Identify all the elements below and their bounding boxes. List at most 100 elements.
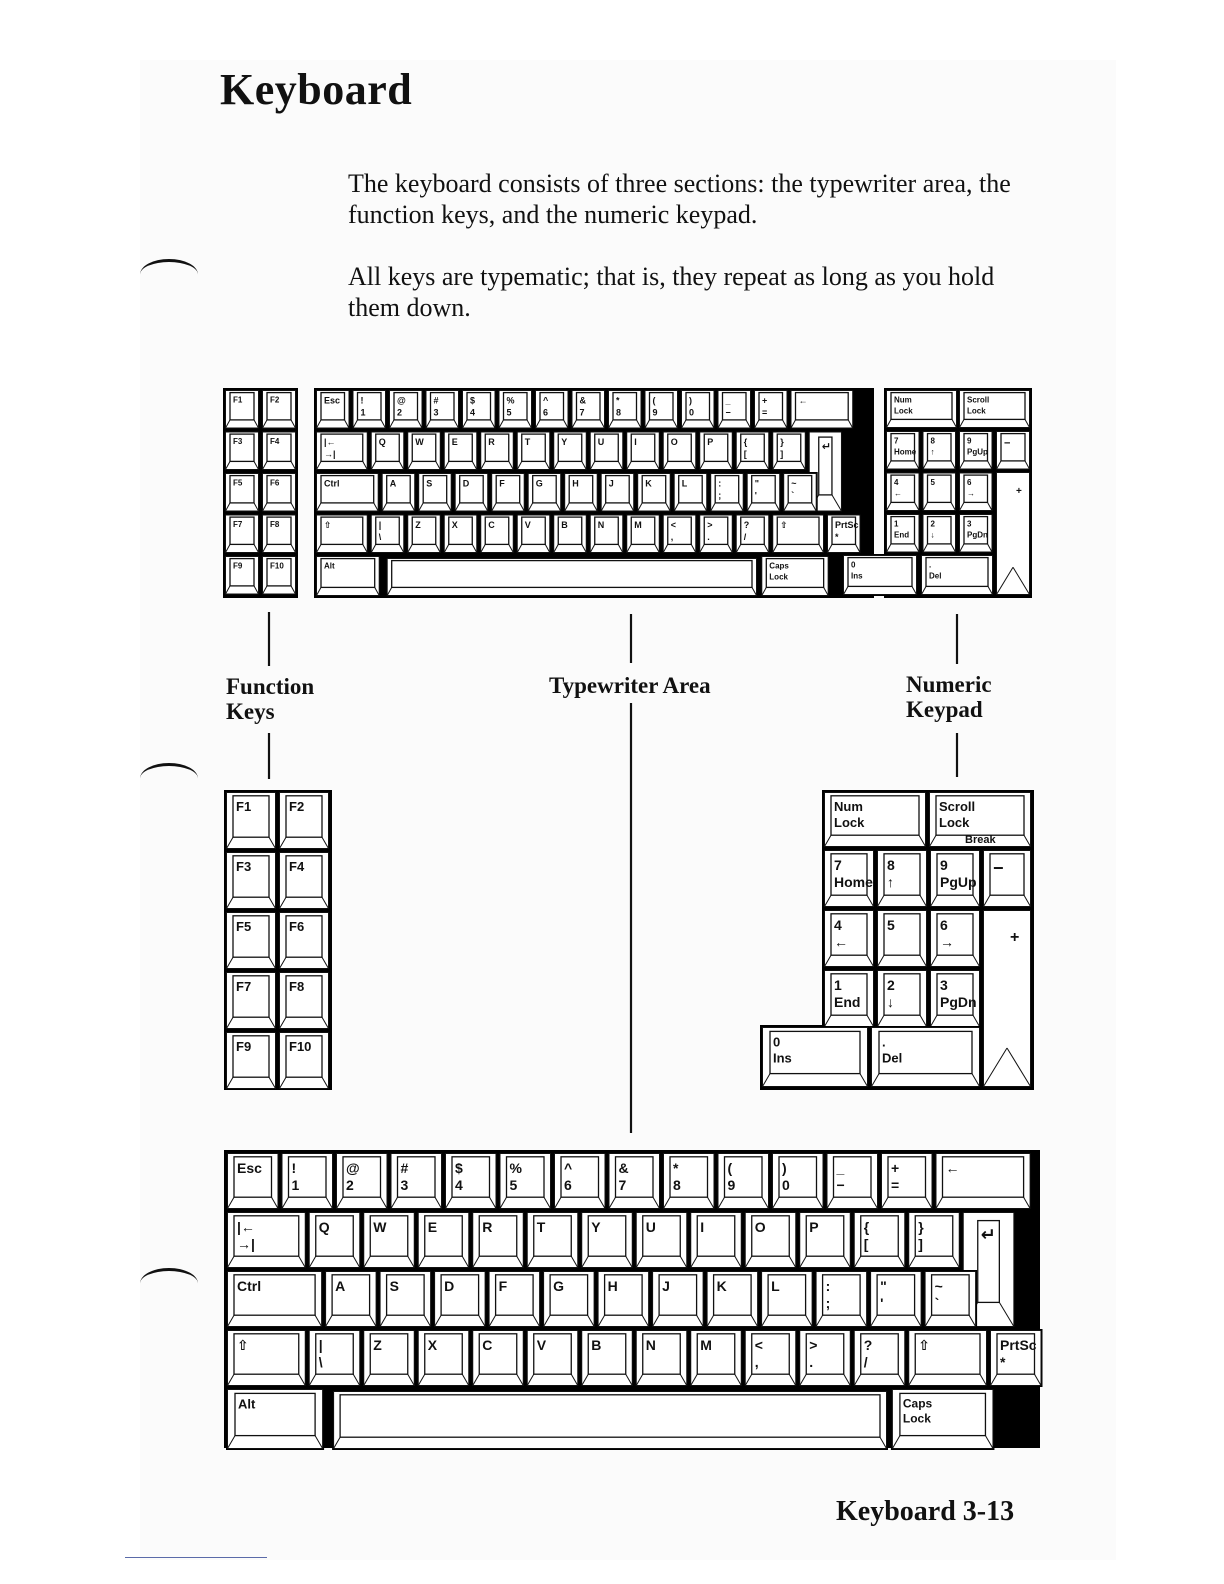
key-legend: F2: [289, 799, 304, 814]
key-o: O: [661, 430, 698, 471]
key-y: Y: [580, 1211, 634, 1269]
key-legend: 8: [673, 1177, 681, 1193]
key-legend: ←: [946, 1160, 960, 1176]
key-legend: *: [616, 396, 620, 406]
key-legend: N: [646, 1337, 656, 1353]
key-legend: \: [319, 1354, 323, 1370]
key-legend: L: [771, 1278, 780, 1294]
key-x: X: [442, 513, 479, 554]
key-symbol: |\: [369, 513, 406, 554]
key-legend: PrtSc: [1000, 1337, 1037, 1353]
key-4: $4: [444, 1152, 498, 1210]
key-w: W: [406, 430, 442, 471]
key-legend: Alt: [324, 562, 335, 571]
key-legend: F6: [270, 479, 280, 488]
key-esc: Esc: [315, 389, 351, 430]
key-legend: #: [401, 1160, 409, 1176]
key-legend: *: [835, 532, 839, 542]
key-legend: Caps: [769, 562, 789, 571]
key-legend: +: [762, 396, 767, 406]
key-h: H: [563, 472, 599, 513]
key-symbol: |←→|: [315, 430, 369, 471]
key-legend: F: [499, 479, 505, 489]
key-legend: ': [755, 491, 757, 501]
key-symbol: _−: [825, 1152, 879, 1210]
key-5: 5: [921, 471, 957, 512]
key-legend: 8: [616, 408, 621, 418]
key-legend: #: [434, 396, 439, 406]
key-d: D: [453, 472, 490, 513]
key-symbol: ⇧: [315, 513, 369, 554]
key-legend: 8: [931, 437, 936, 446]
key-legend: ↓: [887, 994, 894, 1010]
key-legend: Lock: [894, 407, 913, 416]
key-legend: !: [292, 1160, 297, 1176]
key-symbol: ?/: [734, 513, 771, 554]
key-legend: 2: [397, 408, 402, 418]
key-1: !1: [280, 1152, 334, 1210]
key-v: V: [515, 513, 552, 554]
key-symbol: "': [869, 1270, 923, 1328]
key-legend: 4: [834, 917, 842, 933]
key-legend: :: [718, 479, 721, 489]
key-legend: F4: [289, 859, 305, 874]
key-symbol: ⇧: [226, 1329, 307, 1387]
key-legend: _: [725, 396, 732, 406]
key-legend: *: [673, 1160, 679, 1176]
key-legend: 2: [931, 520, 936, 529]
key-legend: 6: [967, 478, 972, 487]
key-legend: 9: [728, 1177, 736, 1193]
key-symbol: ⇧: [907, 1329, 988, 1387]
key-legend: ": [880, 1278, 887, 1294]
key-symbol: +: [982, 909, 1032, 1088]
key-legend: .: [929, 561, 931, 570]
key-legend: G: [536, 479, 543, 489]
key-legend: F10: [270, 562, 284, 571]
key-p: P: [698, 430, 734, 471]
key-legend: −: [726, 408, 731, 418]
key-legend: Ctrl: [324, 479, 340, 489]
key-legend: $: [470, 396, 475, 406]
key-legend: F7: [233, 520, 243, 529]
key-legend: Esc: [237, 1160, 262, 1176]
key-4: $4: [461, 389, 497, 430]
key-legend: 4: [894, 478, 899, 487]
key-legend: −: [837, 1177, 845, 1193]
label-line: Numeric: [906, 672, 992, 697]
key-legend: Del: [882, 1050, 902, 1065]
key-j: J: [599, 472, 636, 513]
key-legend: S: [426, 479, 432, 489]
key-x: X: [416, 1329, 471, 1387]
key-8: *8: [607, 389, 643, 430]
key-legend: I: [634, 437, 637, 447]
key-p: P: [798, 1211, 852, 1269]
key-3: #3: [424, 389, 460, 430]
key-o: O: [743, 1211, 798, 1269]
key-legend: G: [553, 1278, 564, 1294]
key-legend: F7: [236, 979, 251, 994]
key-legend: F6: [289, 919, 304, 934]
key-legend: →|: [324, 449, 336, 459]
key-legend: 5: [931, 478, 936, 487]
key-legend: (: [653, 396, 656, 406]
key-legend: N: [598, 520, 605, 530]
key-legend: Ctrl: [237, 1278, 261, 1294]
key-9: (9: [643, 389, 679, 430]
key-legend: (: [728, 1160, 733, 1176]
key-legend: 1: [894, 520, 899, 529]
key-legend: 0: [782, 1177, 790, 1193]
key-legend: 9: [653, 408, 658, 418]
key-symbol: :;: [709, 472, 745, 513]
key-legend: 0: [773, 1034, 780, 1049]
key-legend: ;: [718, 491, 721, 501]
key-legend: =: [891, 1177, 899, 1193]
key-legend: Lock: [967, 407, 986, 416]
key-5: %5: [497, 389, 533, 430]
key-4: 4←: [885, 471, 921, 512]
